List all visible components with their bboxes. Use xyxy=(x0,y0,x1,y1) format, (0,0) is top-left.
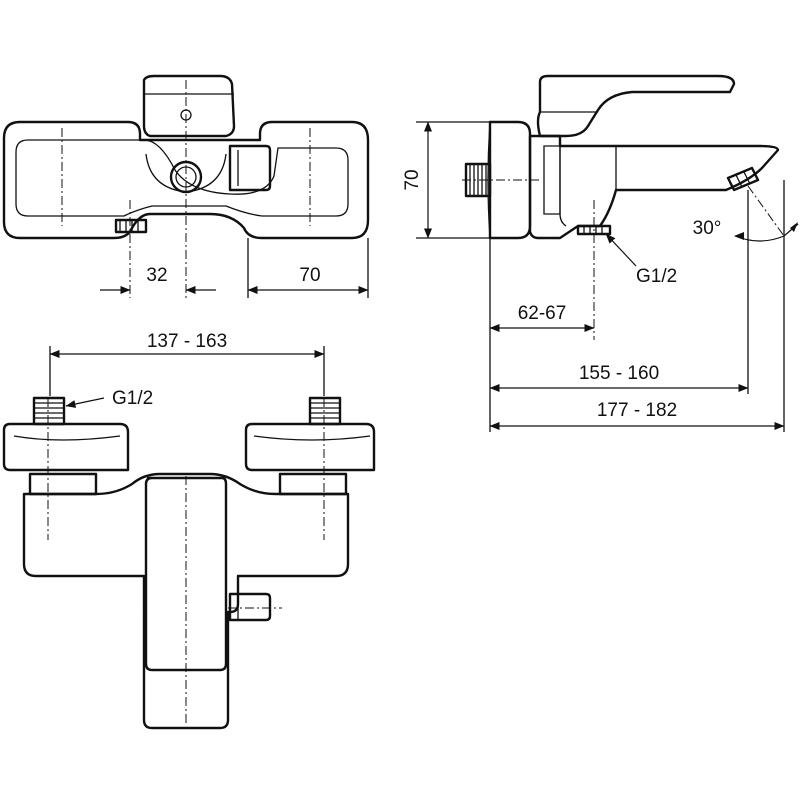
callout-g12-side: G1/2 xyxy=(605,233,677,287)
dim-177-182-label: 177 - 182 xyxy=(597,400,677,421)
dim-70-top: 70 xyxy=(247,265,369,294)
top-view: 32 70 xyxy=(2,74,370,298)
top-view-diverter-knob xyxy=(228,144,272,192)
callout-g12-side-label: G1/2 xyxy=(636,266,677,287)
front-view-inlet-thread-left xyxy=(32,396,66,426)
side-view-handle xyxy=(536,74,736,138)
callout-g12-front: G1/2 xyxy=(65,388,153,409)
dim-angle-30: 30° xyxy=(693,218,799,242)
front-view-flange-left xyxy=(2,422,130,496)
dim-155-160-label: 155 - 160 xyxy=(579,363,659,384)
front-view-inlet-thread-right xyxy=(308,396,342,426)
front-view-diverter-knob xyxy=(228,592,272,622)
top-view-aerator-nut xyxy=(114,218,148,234)
dim-70-side-label: 70 xyxy=(402,169,423,190)
top-view-handle xyxy=(142,74,236,138)
dim-62-67: 62-67 xyxy=(489,303,595,332)
front-view-flange-right xyxy=(244,422,376,496)
dim-70-top-label: 70 xyxy=(299,265,320,286)
dim-70-side: 70 xyxy=(402,121,432,239)
front-view: 137 - 163 G1/2 xyxy=(2,331,376,730)
side-view-body xyxy=(528,134,780,240)
dim-155-160: 155 - 160 xyxy=(489,363,749,392)
dim-32: 32 xyxy=(100,265,216,294)
dim-angle-30-label: 30° xyxy=(693,218,722,239)
dim-177-182: 177 - 182 xyxy=(489,400,785,430)
side-view: 70 30° G1/2 62-67 155 - 160 177 - 182 xyxy=(402,74,799,432)
dim-137-163-label: 137 - 163 xyxy=(147,331,227,352)
dim-137-163: 137 - 163 xyxy=(49,331,325,396)
callout-g12-front-label: G1/2 xyxy=(112,388,153,409)
dim-62-67-label: 62-67 xyxy=(518,303,567,324)
side-view-aerator xyxy=(726,166,760,192)
dim-32-label: 32 xyxy=(146,265,167,286)
